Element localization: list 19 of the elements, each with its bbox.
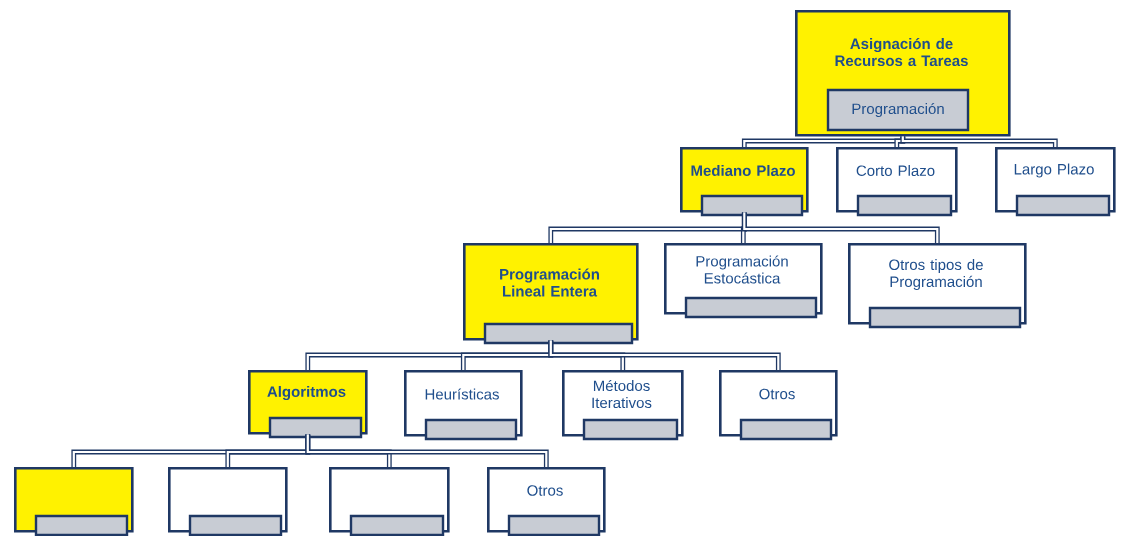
empty-box bbox=[329, 467, 450, 536]
process-box: Otros tipos de Programación bbox=[848, 243, 1027, 329]
process-box: Otros bbox=[719, 370, 838, 441]
process-box: Largo Plazo bbox=[995, 147, 1116, 217]
empty-box bbox=[14, 467, 134, 536]
process-box: Programación Estocástica bbox=[664, 243, 823, 319]
connector-line bbox=[741, 212, 940, 243]
process-box: Programación Lineal Entera bbox=[463, 243, 639, 345]
process-box: Métodos Iterativos bbox=[562, 370, 684, 441]
process-box: Heurísticas bbox=[404, 370, 523, 441]
process-box: Otros bbox=[487, 467, 606, 536]
process-box: Corto Plazo bbox=[836, 147, 958, 217]
process-box: Algoritmos bbox=[248, 370, 368, 439]
connector-line bbox=[305, 434, 549, 467]
connector-line bbox=[548, 340, 781, 370]
process-box: Asignación de Recursos a Tareas Programación bbox=[795, 10, 1011, 137]
connector-line bbox=[900, 136, 1058, 147]
process-box: Mediano Plazo bbox=[680, 147, 809, 217]
empty-box bbox=[168, 467, 288, 536]
